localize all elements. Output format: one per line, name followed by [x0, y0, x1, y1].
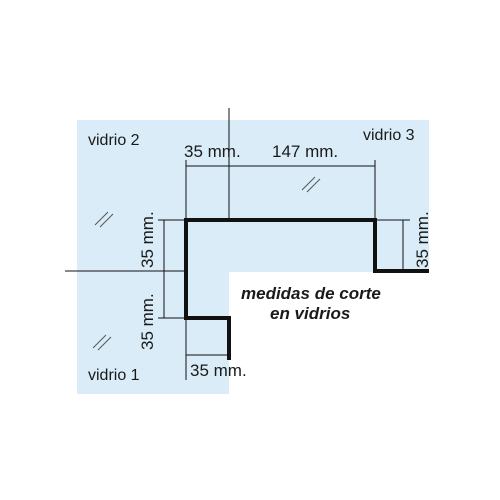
pane-label-2: vidrio 2: [88, 132, 140, 149]
top-dimension-lines: [185, 160, 376, 218]
right-dimension-lines: [377, 219, 410, 271]
dimension-label-bottom: 35 mm.: [190, 361, 247, 380]
glass-pane-3: [229, 120, 429, 272]
glass-reflection-mark-1: [92, 334, 112, 351]
glass-pane-2: [77, 120, 229, 272]
pane-label-3: vidrio 3: [363, 127, 415, 144]
dimension-label-left-upper: 35 mm.: [138, 211, 157, 268]
note-line-2: en vidrios: [270, 304, 350, 323]
bottom-dimension-lines: [185, 320, 229, 380]
note-line-1: medidas de corte: [241, 284, 381, 303]
dimension-label-top-right: 147 mm.: [272, 142, 338, 161]
dimension-label-top-left: 35 mm.: [184, 142, 241, 161]
dimension-label-right: 35 mm.: [413, 211, 432, 268]
glass-pane-1: [77, 272, 229, 394]
pane-label-1: vidrio 1: [88, 367, 140, 384]
dimension-label-left-lower: 35 mm.: [138, 293, 157, 350]
glass-reflection-mark-3: [301, 176, 321, 193]
glass-reflection-mark-2: [94, 211, 114, 228]
cut-outline: [184, 218, 429, 360]
left-dimension-lines: [158, 219, 184, 319]
